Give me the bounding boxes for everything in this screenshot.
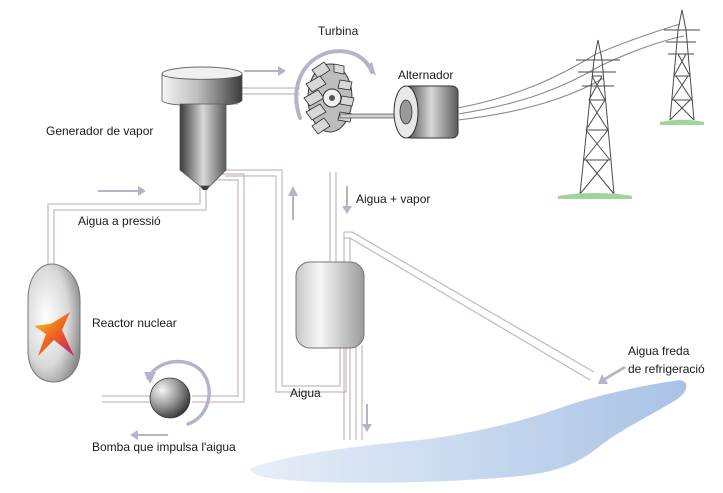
transmission-tower-near (576, 39, 620, 195)
arrow-pump-left (130, 430, 168, 440)
label-steam-generator: Generador de vapor (46, 124, 154, 138)
reactor-core-star (34, 312, 74, 356)
primary-loop-pipes (47, 172, 245, 403)
transmission-tower-far (664, 9, 700, 121)
label-cold-water-2: de refrigeració (628, 362, 705, 376)
arrow-pressurized-water (98, 186, 146, 196)
arrow-steam-to-turbine (244, 66, 286, 76)
tower-near-ground (558, 193, 632, 199)
arrow-cooling-down (362, 404, 372, 432)
label-water-steam: Aigua + vapor (356, 192, 431, 206)
label-alternator: Alternador (398, 68, 454, 82)
power-lines (457, 23, 685, 121)
turbine-rotation-arrow (294, 49, 374, 120)
condenser (295, 261, 365, 349)
flow-arrows (98, 66, 626, 440)
reactor-vessel (27, 263, 81, 383)
label-turbine: Turbina (318, 24, 359, 38)
label-cold-water-1: Aigua freda (628, 344, 690, 358)
label-water: Aigua (290, 386, 321, 400)
cooling-pipes (343, 231, 595, 440)
cooling-water-body (250, 380, 687, 483)
arrow-condensate-up (288, 186, 298, 220)
arrow-cold-water (598, 366, 626, 384)
label-pressurized-water: Aigua a pressió (78, 214, 161, 228)
pump (149, 377, 191, 419)
tower-far-ground (660, 119, 704, 125)
alternator (393, 85, 459, 139)
pump-rotation-arrow (146, 359, 211, 426)
label-reactor: Reactor nuclear (92, 316, 177, 330)
turbine (303, 61, 355, 135)
arrow-water-steam-down (342, 186, 352, 214)
label-pump: Bomba que impulsa l'aigua (92, 440, 236, 454)
steam-generator (161, 66, 243, 190)
